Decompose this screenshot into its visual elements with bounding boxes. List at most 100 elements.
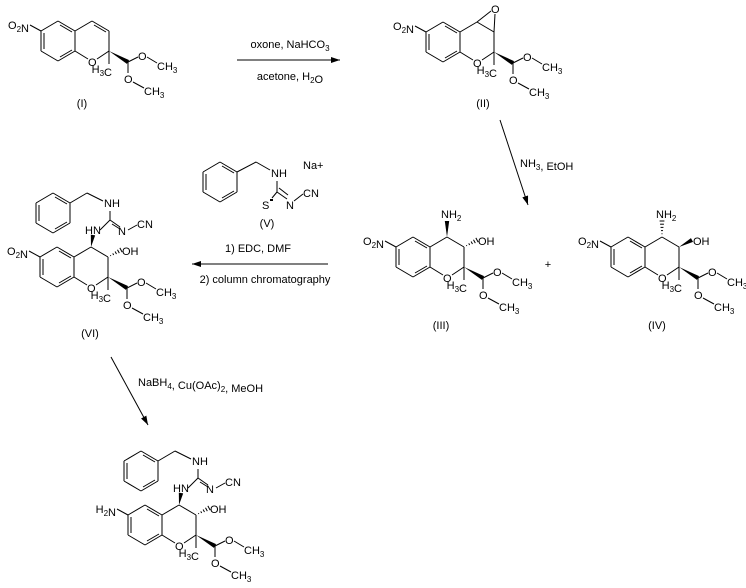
hash-line [119,247,123,253]
bond [476,10,492,23]
methyl-label: CH3 [157,61,178,75]
wedge-bond [109,51,130,64]
hashed-bond [197,505,211,515]
bond [28,250,41,258]
aromatic-double-bond [414,265,428,274]
wedge-bond [444,221,450,237]
aromatic-double-bond [58,275,72,284]
arrow-head [192,261,201,267]
c2-methyl-label: H3C [91,290,111,305]
nh-label: NH [192,456,208,468]
aromatic-double-bond [54,221,68,230]
amine-label: H2N [96,504,116,519]
reagent-label: 1) EDC, DMF [225,243,291,255]
methoxy-oxygen-label: O [124,74,133,86]
bond [74,50,89,60]
wedge-bond [464,267,485,280]
ring-oxygen-label: O [473,58,482,70]
aromatic-double-bond [221,190,235,199]
arrow-head [141,415,148,425]
hash-line [114,251,117,255]
bond [174,450,192,460]
methoxy-oxygen-label: O [523,52,532,64]
aromatic-double-bond [146,508,160,517]
hash-line [205,507,208,512]
aromatic-bond [425,21,444,33]
wedge-bond [494,52,515,65]
compound-label: (II) [476,98,489,110]
methyl-label: CH3 [714,302,735,316]
aromatic-bond [57,50,76,62]
bond [183,534,197,544]
bond [116,508,129,516]
hash-line [200,511,203,514]
aromatic-double-bond [58,250,72,259]
aromatic-bond [56,276,75,288]
aromatic-double-bond [59,49,73,58]
reagent-label: 2) column chromatography [200,274,331,286]
reaction-arrow-3 [192,261,328,267]
negative-charge [270,199,273,201]
c2-methyl-label: H3C [477,65,497,80]
aromatic-bond [395,266,414,278]
benzene-ring [202,161,238,203]
ring-oxygen-label: O [87,283,96,295]
hn-label: HN [173,483,189,495]
hash-line [112,253,115,256]
imine-n-label: N [118,226,126,238]
aromatic-bond [627,236,646,248]
nitro-label: O2N [8,20,29,35]
bond [429,266,444,276]
bond [95,276,109,286]
aromatic-bond [412,236,431,248]
amine-label: NH2 [441,209,462,223]
methoxy-oxygen-label: O [694,290,703,302]
bond [219,565,232,573]
wedge-bond [196,535,217,548]
bond [451,266,465,276]
hashed-bond [465,237,479,247]
c2-methyl-label: H3C [179,548,199,563]
aromatic-bond [56,246,75,258]
aromatic-bond [144,504,163,516]
aromatic-bond [219,161,238,173]
wedge-bond [679,238,694,247]
bond [233,540,245,548]
aromatic-bond [144,534,163,546]
bond [236,161,257,173]
aromatic-double-bond [629,265,643,274]
methoxy-oxygen-label: O [708,267,717,279]
reagent-label: NH3, EtOH [520,158,573,173]
bond [697,272,709,279]
imine-n-label: N [286,200,294,212]
aromatic-bond [35,222,54,234]
bond [276,191,288,200]
compound-label: (I) [77,98,87,110]
bond [482,272,494,279]
nitro-label: O2N [363,236,384,251]
bond [132,81,145,89]
nitro-label: O2N [393,21,414,36]
bond [146,56,158,64]
aromatic-double-bond [629,240,643,249]
arrow-shaft [110,356,149,426]
bond [73,276,88,286]
methoxy-oxygen-label: O [211,558,220,570]
bond [644,266,659,276]
bond [459,21,478,33]
reaction-arrow-2 [499,119,529,206]
compound-label: (VI) [81,328,99,340]
aromatic-bond [123,480,142,492]
aromatic-bond [627,266,646,278]
hash-line [202,509,205,513]
bond [512,57,524,64]
bond [86,192,104,202]
nh-label: NH [271,168,287,180]
aromatic-double-bond [142,454,156,463]
bond [161,504,180,516]
aromatic-bond [40,20,59,32]
